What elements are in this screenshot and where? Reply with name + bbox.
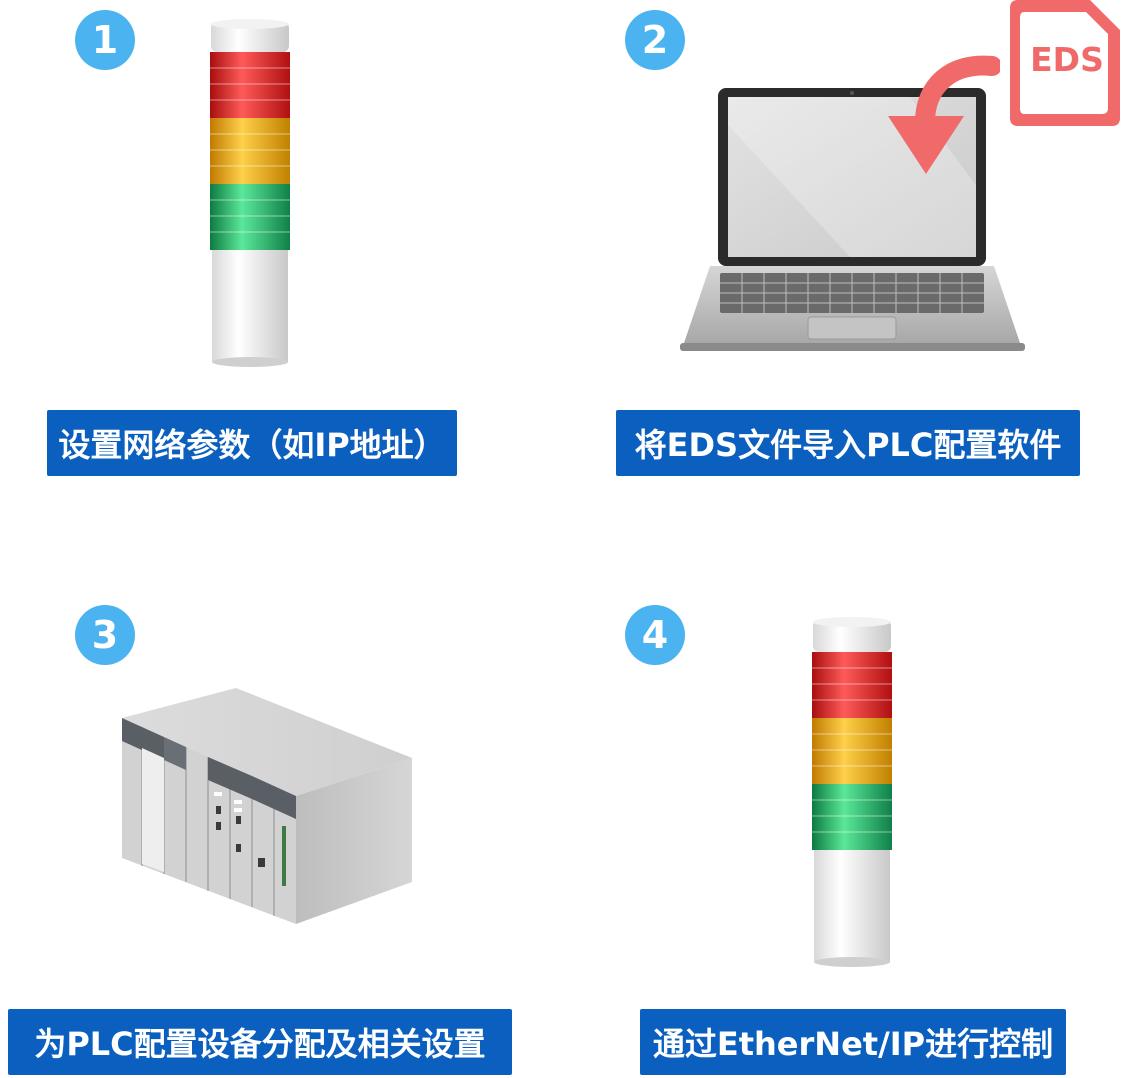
- eds-file-icon: [1010, 0, 1120, 126]
- step-2-badge: 2: [625, 10, 685, 70]
- laptop-illustration: [680, 88, 1025, 351]
- step-1-caption: 设置网络参数（如IP地址）: [47, 410, 457, 476]
- signal-tower-1: [210, 19, 290, 367]
- step-1-badge: 1: [75, 10, 135, 70]
- step-2-caption: 将EDS文件导入PLC配置软件: [616, 410, 1080, 476]
- step-4-caption: 通过EtherNet/IP进行控制: [640, 1009, 1066, 1075]
- step-3-caption: 为PLC配置设备分配及相关设置: [8, 1009, 512, 1075]
- step-3-badge: 3: [75, 605, 135, 665]
- eds-file-label: EDS: [1030, 40, 1104, 79]
- plc-rack-illustration: [122, 688, 412, 924]
- signal-tower-2: [812, 617, 892, 967]
- step-4-badge: 4: [625, 605, 685, 665]
- download-arrow-icon: [888, 55, 1000, 174]
